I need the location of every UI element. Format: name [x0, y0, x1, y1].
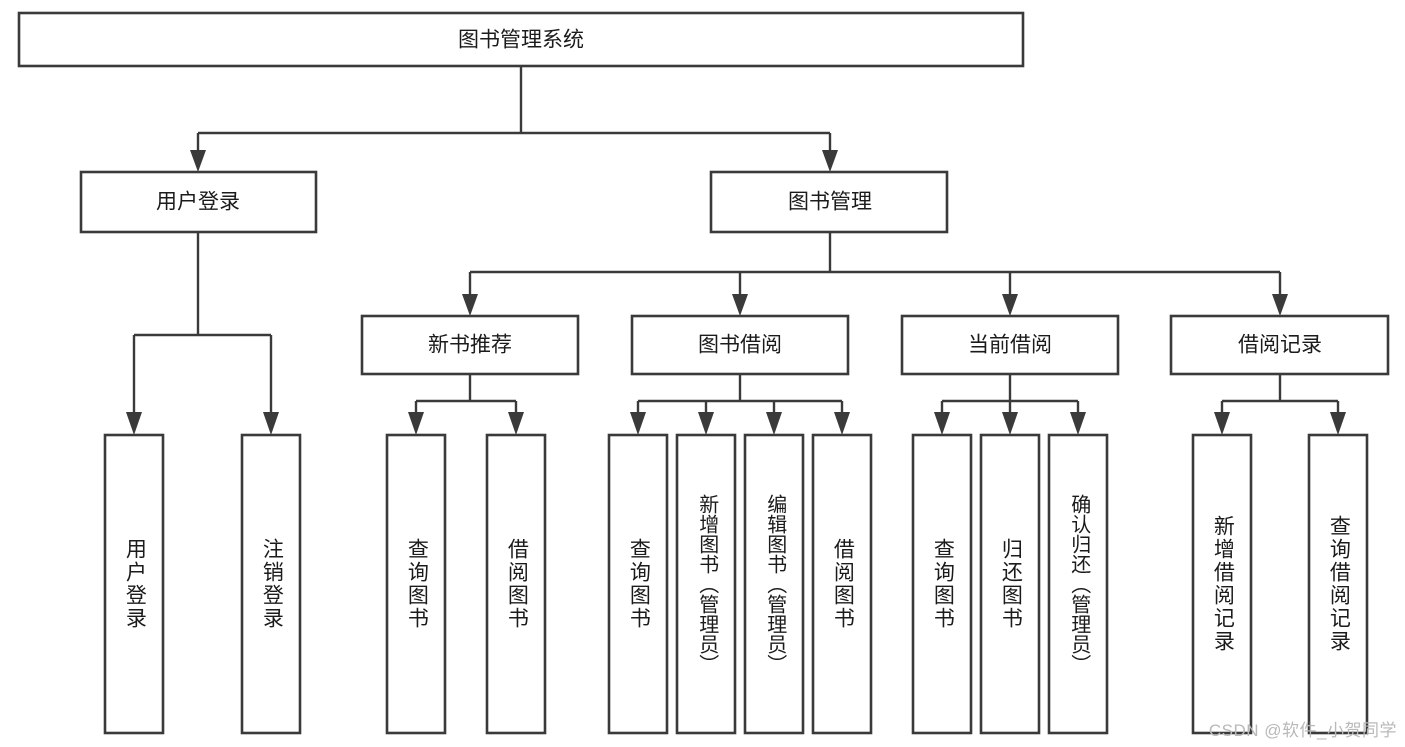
arrow-head-borrow-record — [1272, 294, 1288, 316]
arrow-head-leaf-r2 — [1330, 412, 1346, 435]
node-current-borrow-label: 当前借阅 — [968, 334, 1052, 357]
arrow-head-current-borrow — [1002, 294, 1018, 316]
node-book-manage[interactable] — [709, 170, 949, 234]
leaf-box-current-borrow-2[interactable] — [979, 433, 1041, 735]
node-book-manage-label: 图书管理 — [788, 191, 872, 214]
arrow-head-leaf-n2 — [508, 412, 524, 435]
arrow-head-leaf-b4 — [834, 412, 850, 435]
arrow-head-leaf-u2 — [263, 412, 279, 435]
arrow-head-leaf-c2 — [1002, 412, 1018, 435]
leaf-box-book-borrow-3[interactable] — [743, 433, 805, 735]
leaf-box-borrow-record-2[interactable] — [1307, 433, 1369, 735]
node-new-book-rec[interactable] — [360, 314, 580, 376]
arrow-head-leaf-c1 — [934, 412, 950, 435]
arrow-head-leaf-u1 — [126, 412, 142, 435]
arrow-head-book-borrow — [732, 294, 748, 316]
leaf-box-book-borrow-2[interactable] — [675, 433, 737, 735]
node-root-label: 图书管理系统 — [458, 29, 584, 52]
arrow-head-book-manage — [822, 150, 838, 172]
arrow-head-leaf-c3 — [1070, 412, 1086, 435]
leaf-layer — [103, 433, 1369, 735]
leaf-box-user-login-1[interactable] — [103, 433, 165, 735]
leaf-box-book-borrow-1[interactable] — [607, 433, 669, 735]
node-layer: 图书管理系统 用户登录 图书管理 新书推荐 图书借阅 当前借阅 借阅记录 — [17, 11, 1390, 376]
leaf-box-new-book-rec-2[interactable] — [485, 433, 547, 735]
node-current-borrow[interactable] — [900, 314, 1120, 376]
arrow-head-leaf-n1 — [408, 412, 424, 435]
node-borrow-record-label: 借阅记录 — [1238, 334, 1322, 357]
leaf-box-borrow-record-1[interactable] — [1191, 433, 1253, 735]
arrow-head-user-login — [190, 150, 206, 172]
leaf-box-user-login-2[interactable] — [240, 433, 302, 735]
arrow-head-leaf-b1 — [630, 412, 646, 435]
leaf-box-book-borrow-4[interactable] — [811, 433, 873, 735]
watermark: CSDN @软件_小贺同学 — [1208, 721, 1397, 740]
leaf-box-new-book-rec-1[interactable] — [385, 433, 447, 735]
node-user-login-label: 用户登录 — [156, 191, 240, 214]
arrow-head-leaf-b3 — [766, 412, 782, 435]
leaf-box-current-borrow-3[interactable] — [1047, 433, 1109, 735]
node-new-book-rec-label: 新书推荐 — [428, 334, 512, 357]
arrow-head-leaf-b2 — [698, 412, 714, 435]
arrow-head-new-book-rec — [462, 294, 478, 316]
node-root[interactable] — [17, 11, 1025, 68]
arrow-head-leaf-r1 — [1214, 412, 1230, 435]
node-user-login[interactable] — [79, 170, 318, 234]
leaf-box-current-borrow-1[interactable] — [911, 433, 973, 735]
node-book-borrow-label: 图书借阅 — [698, 334, 782, 357]
connector-layer — [126, 66, 1346, 435]
node-book-borrow[interactable] — [630, 314, 850, 376]
node-borrow-record[interactable] — [1169, 314, 1390, 376]
